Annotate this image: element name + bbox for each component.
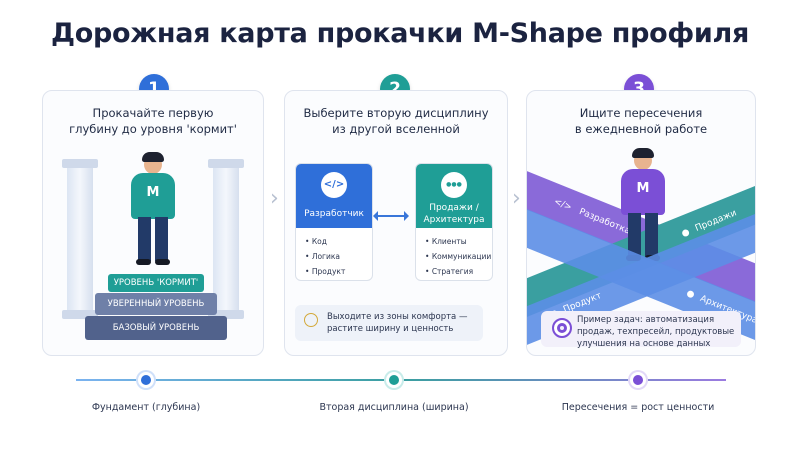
timeline-label-1: Фундамент (глубина)	[91, 402, 201, 413]
person-shoe-left	[136, 259, 151, 265]
task-line-1: Пример задач: автоматизация	[577, 315, 715, 325]
card-developer-title: Разработчик	[304, 209, 364, 219]
timeline-dot-1	[138, 372, 154, 388]
m-hoodie: M	[131, 173, 175, 219]
task-line-2: продаж, техпресейл, продуктовые	[577, 327, 735, 337]
m-hoodie: M	[621, 169, 665, 215]
panel-2-title-line-1: Выберите вторую дисциплину	[303, 106, 489, 120]
chevron-right-icon: ›	[512, 186, 521, 211]
tip-line-2: растите ширину и ценность	[327, 324, 454, 334]
card-sales-list: Клиенты Коммуникации Стратегия	[416, 228, 492, 279]
panel-1-title: Прокачайте первую глубину до уровня 'кор…	[43, 105, 263, 137]
panel-intersections: Ищите пересечения в ежедневной работе </…	[526, 90, 756, 356]
list-item: Стратегия	[425, 264, 492, 279]
panel-1-title-line-2: глубину до уровня 'кормит'	[69, 122, 237, 136]
panel-breadth: Выберите вторую дисциплину из другой все…	[284, 90, 508, 356]
card-developer-header: </> Разработчик	[296, 164, 372, 228]
card-sales: ●●● Продажи / Архитектура Клиенты Коммун…	[415, 163, 493, 281]
target-icon	[552, 318, 572, 338]
list-item: Клиенты	[425, 234, 492, 249]
card-developer-list: Код Логика Продукт	[296, 228, 372, 279]
person-hair	[142, 152, 164, 162]
column-left	[62, 159, 98, 319]
panel-1-title-line-1: Прокачайте первую	[92, 106, 214, 120]
person-leg-right	[155, 217, 168, 261]
timeline-label-2: Вторая дисциплина (ширина)	[319, 402, 469, 413]
person-leg-right	[645, 213, 658, 257]
timeline-dot-2	[386, 372, 402, 388]
person-hair	[632, 148, 654, 158]
panel-2-title: Выберите вторую дисциплину из другой все…	[285, 105, 507, 137]
person-leg-left	[628, 213, 641, 257]
lightbulb-icon	[304, 313, 318, 327]
timeline-dot-3	[630, 372, 646, 388]
panel-depth: Прокачайте первую глубину до уровня 'кор…	[42, 90, 264, 356]
panel-3-title-line-2: в ежедневной работе	[574, 122, 708, 136]
page-title: Дорожная карта прокачки M-Shape профиля	[51, 18, 749, 49]
panel-2-title-line-2: из другой вселенной	[332, 122, 460, 136]
level-feeds: УРОВЕНЬ 'КОРМИТ'	[108, 274, 204, 292]
list-item: Коммуникации	[425, 249, 492, 264]
tip-line-1: Выходите из зоны комфорта —	[327, 312, 468, 322]
column-right	[208, 159, 244, 319]
double-arrow-icon	[373, 211, 409, 221]
code-icon: </>	[321, 172, 347, 198]
people-icon: ●●●	[441, 172, 467, 198]
person-leg-left	[138, 217, 151, 261]
panel-3-title-line-1: Ищите пересечения	[579, 106, 703, 120]
task-line-3: улучшения на основе данных	[577, 339, 711, 349]
timeline-label-3: Пересечения = рост ценности	[561, 402, 715, 413]
level-confident: УВЕРЕННЫЙ УРОВЕНЬ	[95, 293, 217, 315]
person-shoe-right	[155, 259, 170, 265]
panel-3-title: Ищите пересечения в ежедневной работе	[527, 105, 755, 137]
chevron-right-icon: ›	[270, 186, 279, 211]
list-item: Логика	[305, 249, 372, 264]
list-item: Продукт	[305, 264, 372, 279]
task-example: Пример задач: автоматизация продаж, техп…	[541, 311, 741, 349]
list-item: Код	[305, 234, 372, 249]
card-developer: </> Разработчик Код Логика Продукт	[295, 163, 373, 281]
comfort-zone-tip: Выходите из зоны комфорта — растите шири…	[295, 305, 483, 341]
card-sales-header: ●●● Продажи / Архитектура	[416, 164, 492, 228]
card-sales-title-line-2: Архитектура	[423, 215, 485, 225]
card-sales-title-line-1: Продажи /	[429, 203, 479, 213]
level-basic: БАЗОВЫЙ УРОВЕНЬ	[85, 316, 227, 340]
